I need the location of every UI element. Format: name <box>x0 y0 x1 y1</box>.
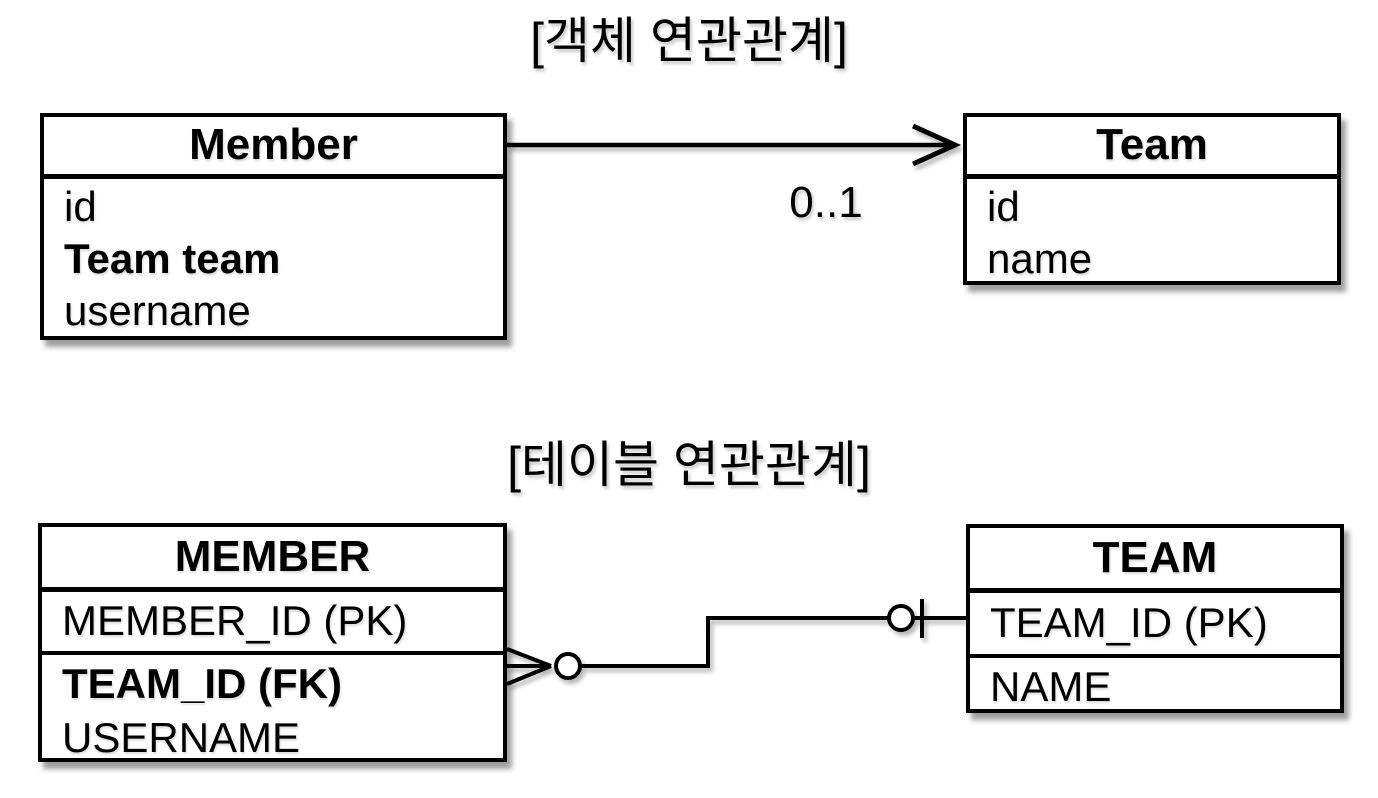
team-entity-header: Team <box>967 117 1337 179</box>
member-entity: Member id Team team username <box>40 113 507 340</box>
team-table-header: TEAM <box>970 528 1340 593</box>
member-table-col-member-id: MEMBER_ID (PK) <box>62 597 408 644</box>
team-table-col-name: NAME <box>990 663 1112 710</box>
member-table-header: MEMBER <box>42 527 503 592</box>
association-arrow <box>507 123 962 167</box>
member-table: MEMBER MEMBER_ID (PK) TEAM_ID (FK) USERN… <box>38 523 507 762</box>
member-table-columns-section: TEAM_ID (FK) USERNAME <box>42 655 503 765</box>
team-table: TEAM TEAM_ID (PK) NAME <box>966 524 1344 713</box>
team-table-pk-section: TEAM_ID (PK) <box>970 593 1340 658</box>
member-attr-id: id <box>64 183 97 230</box>
member-table-pk-section: MEMBER_ID (PK) <box>42 592 503 655</box>
member-attr-team: Team team <box>64 235 281 282</box>
team-table-col-team-id: TEAM_ID (PK) <box>990 599 1268 646</box>
crowsfoot-connector <box>506 599 966 686</box>
team-entity: Team id name <box>963 113 1341 285</box>
member-table-col-username: USERNAME <box>62 714 301 761</box>
member-table-col-team-id: TEAM_ID (FK) <box>62 660 342 707</box>
table-diagram-title: [테이블 연관관계] <box>507 437 871 493</box>
multiplicity-label: 0..1 <box>789 178 863 227</box>
member-attr-username: username <box>64 287 251 334</box>
object-diagram-title: [객체 연관관계] <box>530 13 848 69</box>
team-table-name-section: NAME <box>970 658 1340 716</box>
team-attr-name: name <box>987 235 1093 282</box>
team-attr-id: id <box>987 183 1020 230</box>
member-entity-header: Member <box>44 117 503 179</box>
member-entity-body: id Team team username <box>44 179 503 337</box>
team-entity-body: id name <box>967 179 1337 285</box>
